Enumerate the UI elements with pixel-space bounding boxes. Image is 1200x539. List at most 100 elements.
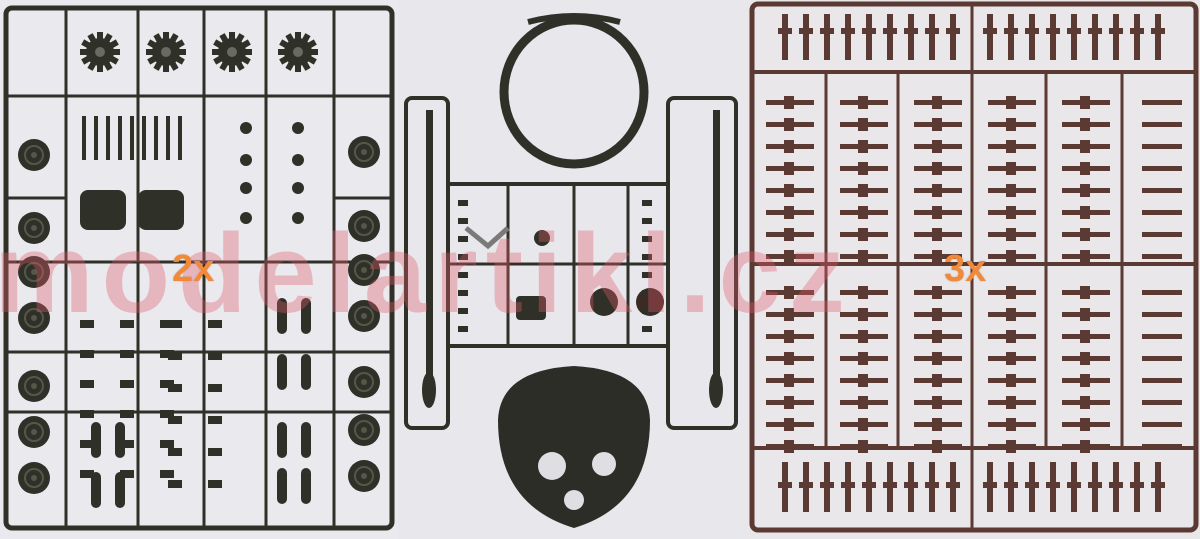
sprue-frame-turret — [404, 13, 738, 528]
small-block-part — [168, 384, 182, 392]
small-block-part — [80, 320, 94, 328]
gun-barrel — [426, 110, 433, 400]
track-link — [1142, 422, 1182, 427]
track-link-guide — [858, 418, 868, 431]
bracket-part — [464, 226, 510, 250]
track-link-guide — [858, 330, 868, 343]
track-link-guide — [1006, 250, 1016, 263]
track-link-guide — [858, 308, 868, 321]
small-block-part — [642, 200, 652, 206]
track-link-guide — [883, 482, 897, 488]
track-link-guide — [932, 140, 942, 153]
track-link-guide — [858, 440, 868, 453]
track-link-guide — [784, 250, 794, 263]
small-block-part — [80, 410, 94, 418]
small-block-part — [160, 410, 174, 418]
small-block-part — [120, 470, 134, 478]
small-block-part — [208, 384, 222, 392]
track-link-guide — [784, 440, 794, 453]
sprue-outer-frame — [749, 1, 1199, 533]
track-link — [1092, 14, 1098, 60]
track-link — [1142, 254, 1182, 259]
track-link-guide — [1080, 184, 1090, 197]
tool-part — [154, 116, 158, 160]
track-link — [803, 14, 809, 60]
track-link — [1142, 210, 1182, 215]
road-wheel — [348, 300, 380, 332]
track-link-guide — [1088, 482, 1102, 488]
suspension-arm — [301, 298, 311, 334]
track-link — [824, 14, 830, 60]
track-link-guide — [1006, 96, 1016, 109]
track-link-guide — [932, 396, 942, 409]
track-link-guide — [925, 482, 939, 488]
track-link — [1008, 14, 1014, 60]
track-link-guide — [1151, 482, 1165, 488]
track-link-guide — [784, 374, 794, 387]
suspension-arm — [301, 422, 311, 458]
small-block-part — [120, 320, 134, 328]
suspension-arm — [301, 354, 311, 390]
track-link-guide — [1006, 118, 1016, 131]
track-link-guide — [1006, 396, 1016, 409]
track-link-guide — [1109, 482, 1123, 488]
track-link-guide — [820, 482, 834, 488]
housing-part — [138, 190, 184, 230]
turret-opening — [564, 490, 584, 510]
track-link-guide — [858, 184, 868, 197]
track-link — [908, 14, 914, 60]
small-block-part — [208, 480, 222, 488]
cupola-part — [590, 288, 618, 316]
track-link-guide — [1080, 396, 1090, 409]
small-block-part — [458, 290, 468, 296]
track-link-guide — [1004, 482, 1018, 488]
small-block-part — [168, 448, 182, 456]
track-link-guide — [1006, 330, 1016, 343]
track-link-guide — [1080, 228, 1090, 241]
small-block-part — [168, 352, 182, 360]
track-link-guide — [784, 228, 794, 241]
track-link-guide — [784, 140, 794, 153]
track-link-guide — [1046, 482, 1060, 488]
gun-barrel — [713, 110, 720, 400]
suspension-arm — [277, 354, 287, 390]
track-link-guide — [932, 206, 942, 219]
small-block-part — [160, 380, 174, 388]
track-link-guide — [932, 374, 942, 387]
track-link-guide — [784, 286, 794, 299]
small-block-part — [120, 350, 134, 358]
muzzle-brake — [709, 372, 723, 408]
track-link — [1142, 232, 1182, 237]
sprue-frame-dark-green — [3, 5, 395, 531]
track-link-guide — [932, 118, 942, 131]
tool-part — [82, 116, 86, 160]
quantity-label-left: 2x — [172, 248, 215, 290]
road-wheel — [348, 460, 380, 492]
track-link — [1029, 14, 1035, 60]
track-link-guide — [858, 396, 868, 409]
track-link-guide — [1080, 206, 1090, 219]
track-link-guide — [1080, 250, 1090, 263]
housing-part — [80, 190, 126, 230]
track-link-guide — [862, 28, 876, 34]
track-link-guide — [932, 250, 942, 263]
track-link-guide — [1006, 140, 1016, 153]
track-link-guide — [932, 228, 942, 241]
track-link-guide — [858, 162, 868, 175]
small-block-part — [80, 440, 94, 448]
small-round-part — [292, 154, 304, 166]
track-link-guide — [1080, 286, 1090, 299]
sprue-side-frame-right — [666, 96, 738, 430]
track-link — [866, 14, 872, 60]
track-link-guide — [932, 286, 942, 299]
track-link-guide — [1080, 308, 1090, 321]
small-block-part — [208, 320, 222, 328]
track-link-guide — [932, 96, 942, 109]
small-block-part — [458, 272, 468, 278]
track-link — [987, 14, 993, 60]
track-link-guide — [784, 162, 794, 175]
track-link-guide — [1046, 28, 1060, 34]
track-link-guide — [1004, 28, 1018, 34]
track-link-guide — [1006, 440, 1016, 453]
track-link-guide — [784, 418, 794, 431]
